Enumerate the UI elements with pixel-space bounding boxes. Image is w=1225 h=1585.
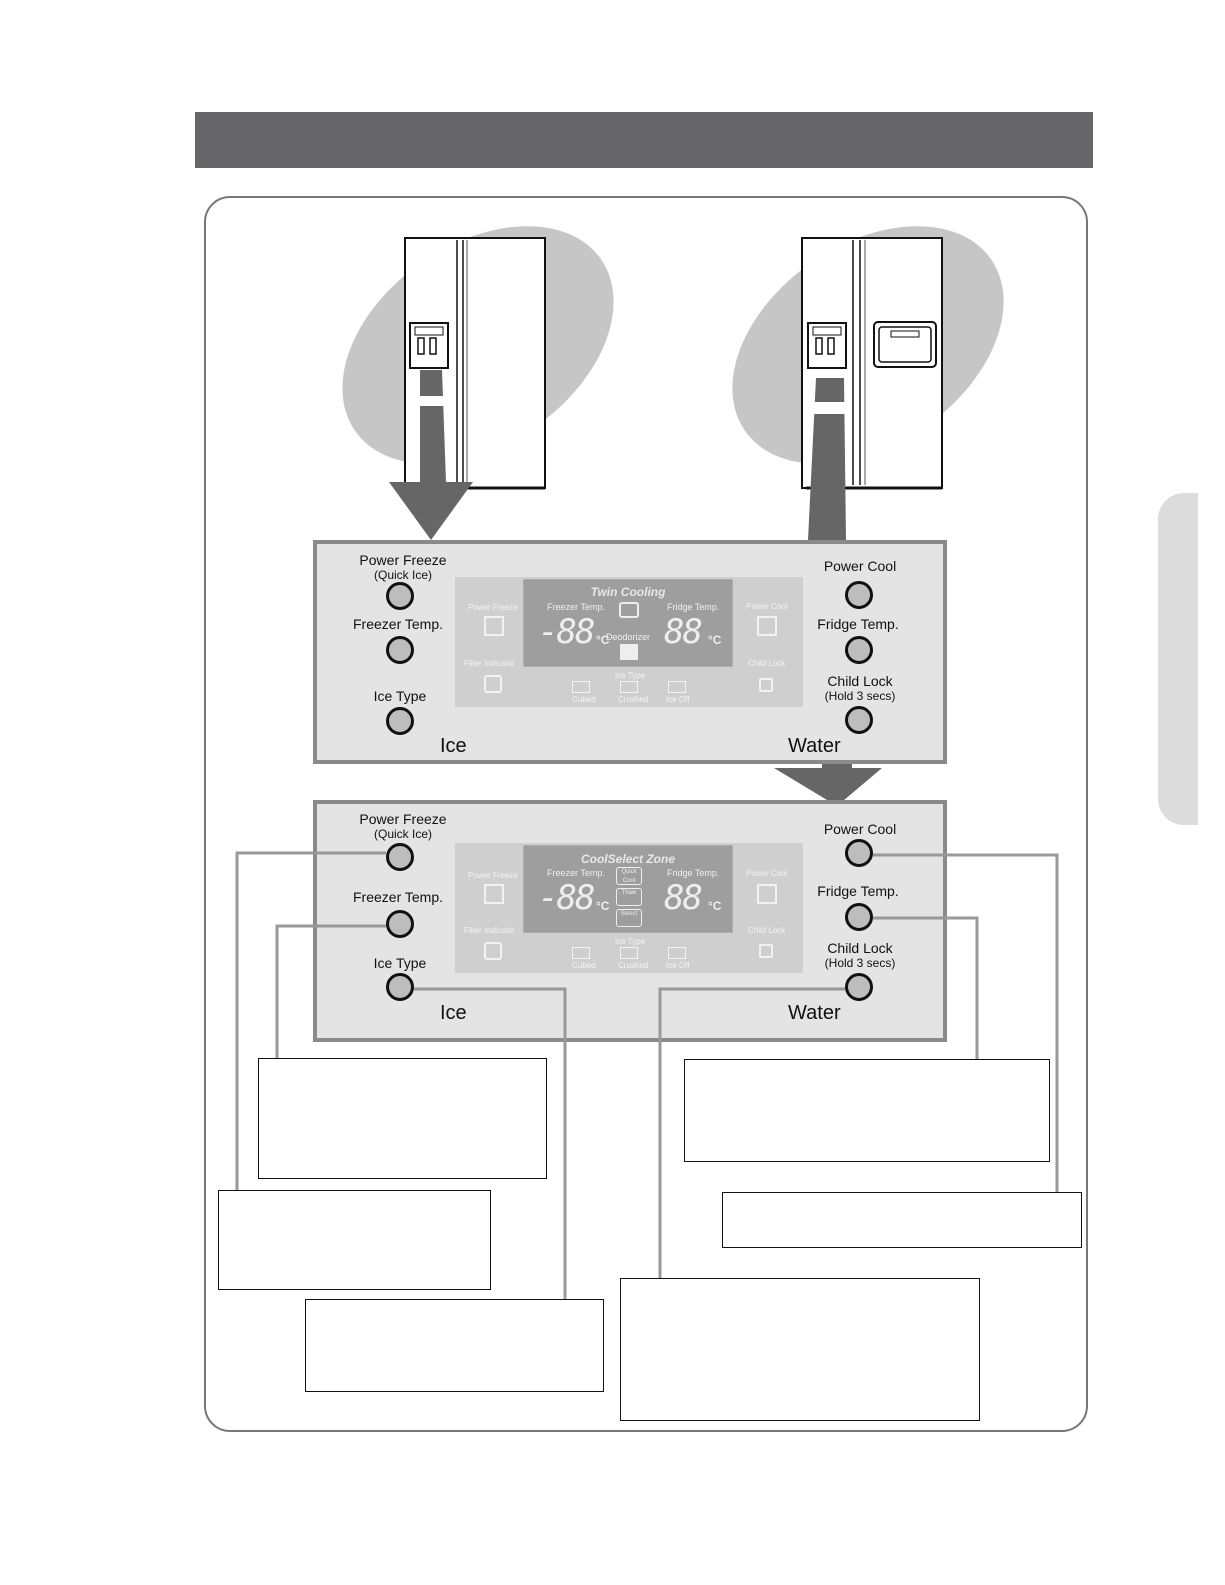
power-cool-label-2: Power Cool: [823, 821, 897, 837]
ice-type-label: Ice Type: [373, 688, 427, 704]
fridge-temp-button[interactable]: [845, 636, 873, 664]
snowflake-icon-2: [484, 884, 504, 904]
power-cool-icon: [757, 616, 777, 636]
freezer-temp-button[interactable]: [386, 636, 414, 664]
power-freeze-label: Power Freeze (Quick Ice): [359, 552, 447, 583]
quick-cool-icon: Quick Cool: [616, 867, 642, 885]
ice-label: Ice: [440, 735, 467, 757]
ice-off-label-2: Ice Off: [666, 961, 690, 970]
child-lock-label: Child Lock (Hold 3 secs): [824, 673, 896, 704]
callout-child-lock: [620, 1278, 980, 1421]
cubed-label-2: Cubed: [572, 961, 596, 970]
section-header-bar: [195, 112, 1093, 168]
callout-ice-type: [305, 1299, 604, 1392]
power-freeze-label-2: Power Freeze (Quick Ice): [359, 811, 447, 842]
freezer-temp-digits: -88: [538, 612, 595, 652]
child-lock-indicator: Child Lock: [748, 659, 786, 668]
power-freeze-indicator-2: Power Freeze: [468, 871, 518, 880]
freezer-temp-unit: °C: [596, 633, 610, 647]
deodorizer-indicator: Deodorizer: [606, 632, 651, 642]
fridge-temp-indicator-2: Fridge Temp.: [667, 868, 720, 878]
power-cool-button[interactable]: [845, 581, 873, 609]
freezer-temp-unit-2: °C: [596, 899, 610, 913]
left-arrow: [389, 370, 473, 540]
cubed-ice-icon-2: [572, 947, 590, 959]
crushed-label-2: Crushed: [618, 961, 649, 970]
power-freeze-indicator: Power Freeze: [468, 603, 518, 612]
lock-icon: [759, 678, 773, 692]
deodorizer-icon: [620, 644, 638, 660]
callout-fridge-temp: [684, 1059, 1050, 1162]
child-lock-label-2: Child Lock (Hold 3 secs): [824, 940, 896, 971]
cubed-label: Cubed: [572, 695, 596, 704]
power-freeze-button[interactable]: [386, 582, 414, 610]
display-title-coolselect: CoolSelect Zone: [580, 852, 675, 866]
power-cool-indicator: Power Cool: [746, 602, 788, 611]
fridge-temp-unit: °C: [708, 633, 722, 647]
panel-arrow: [774, 762, 882, 806]
fridge-temp-unit-2: °C: [708, 899, 722, 913]
filter-icon: [484, 675, 502, 693]
freezer-temp-indicator-2: Freezer Temp.: [547, 868, 605, 878]
leader-ice-type: [414, 987, 567, 1299]
ice-type-label-2: Ice Type: [373, 955, 427, 971]
ice-off-label: Ice Off: [666, 695, 690, 704]
power-cool-button-2[interactable]: [845, 839, 873, 867]
crushed-label: Crushed: [618, 695, 649, 704]
power-cool-icon-2: [757, 884, 777, 904]
right-arrow: [808, 378, 848, 540]
ice-type-indicator: Ice Type: [615, 671, 646, 680]
freezer-temp-label: Freezer Temp.: [353, 616, 443, 632]
child-lock-button[interactable]: [845, 706, 873, 734]
snowflake-icon: [484, 616, 504, 636]
freezer-temp-label-2: Freezer Temp.: [353, 889, 443, 905]
fridge-temp-label-2: Fridge Temp.: [817, 883, 899, 899]
water-label: Water: [788, 735, 841, 757]
ice-type-button-2[interactable]: [386, 973, 414, 1001]
water-label-2: Water: [788, 1002, 841, 1024]
filter-icon-2: [484, 942, 502, 960]
ice-off-icon-2: [668, 947, 686, 959]
lock-icon-2: [759, 944, 773, 958]
callout-power-cool: [722, 1192, 1082, 1248]
power-cool-indicator-2: Power Cool: [746, 869, 788, 878]
callout-power-freeze: [218, 1190, 491, 1290]
fridge-temp-digits-2: 88: [664, 878, 703, 918]
leader-power-cool: [873, 853, 1059, 1192]
chapter-side-tab: [1158, 493, 1198, 825]
ice-type-indicator-2: Ice Type: [615, 937, 646, 946]
select-icon: Select: [616, 909, 642, 927]
crushed-ice-icon: [620, 681, 638, 693]
twin-cooling-icon: [619, 602, 639, 618]
callout-freezer-temp: [258, 1058, 547, 1179]
display-bottom-center: [523, 845, 733, 933]
thaw-icon: Thaw: [616, 888, 642, 906]
ice-off-icon: [668, 681, 686, 693]
leader-freezer-temp: [275, 924, 386, 1058]
freezer-temp-indicator: Freezer Temp.: [547, 602, 605, 612]
freezer-temp-digits-2: -88: [538, 878, 595, 918]
fridge-temp-digits: 88: [664, 612, 703, 652]
power-freeze-button-2[interactable]: [386, 843, 414, 871]
fridge-temp-label: Fridge Temp.: [817, 616, 899, 632]
leader-fridge-temp: [873, 916, 979, 1059]
leader-power-freeze: [235, 851, 386, 1190]
freezer-temp-button-2[interactable]: [386, 910, 414, 938]
ice-label-2: Ice: [440, 1002, 467, 1024]
ice-type-button[interactable]: [386, 707, 414, 735]
filter-indicator-label: Filter Indicator: [464, 659, 515, 668]
power-cool-label: Power Cool: [823, 558, 897, 574]
cubed-ice-icon: [572, 681, 590, 693]
display-title-twin-cooling: Twin Cooling: [590, 585, 666, 599]
leader-child-lock: [658, 987, 845, 1280]
child-lock-indicator-2: Child Lock: [748, 926, 786, 935]
filter-indicator-label-2: Filter Indicator: [464, 926, 515, 935]
child-lock-button-2[interactable]: [845, 973, 873, 1001]
fridge-temp-indicator: Fridge Temp.: [667, 602, 720, 612]
fridge-temp-button-2[interactable]: [845, 903, 873, 931]
crushed-ice-icon-2: [620, 947, 638, 959]
